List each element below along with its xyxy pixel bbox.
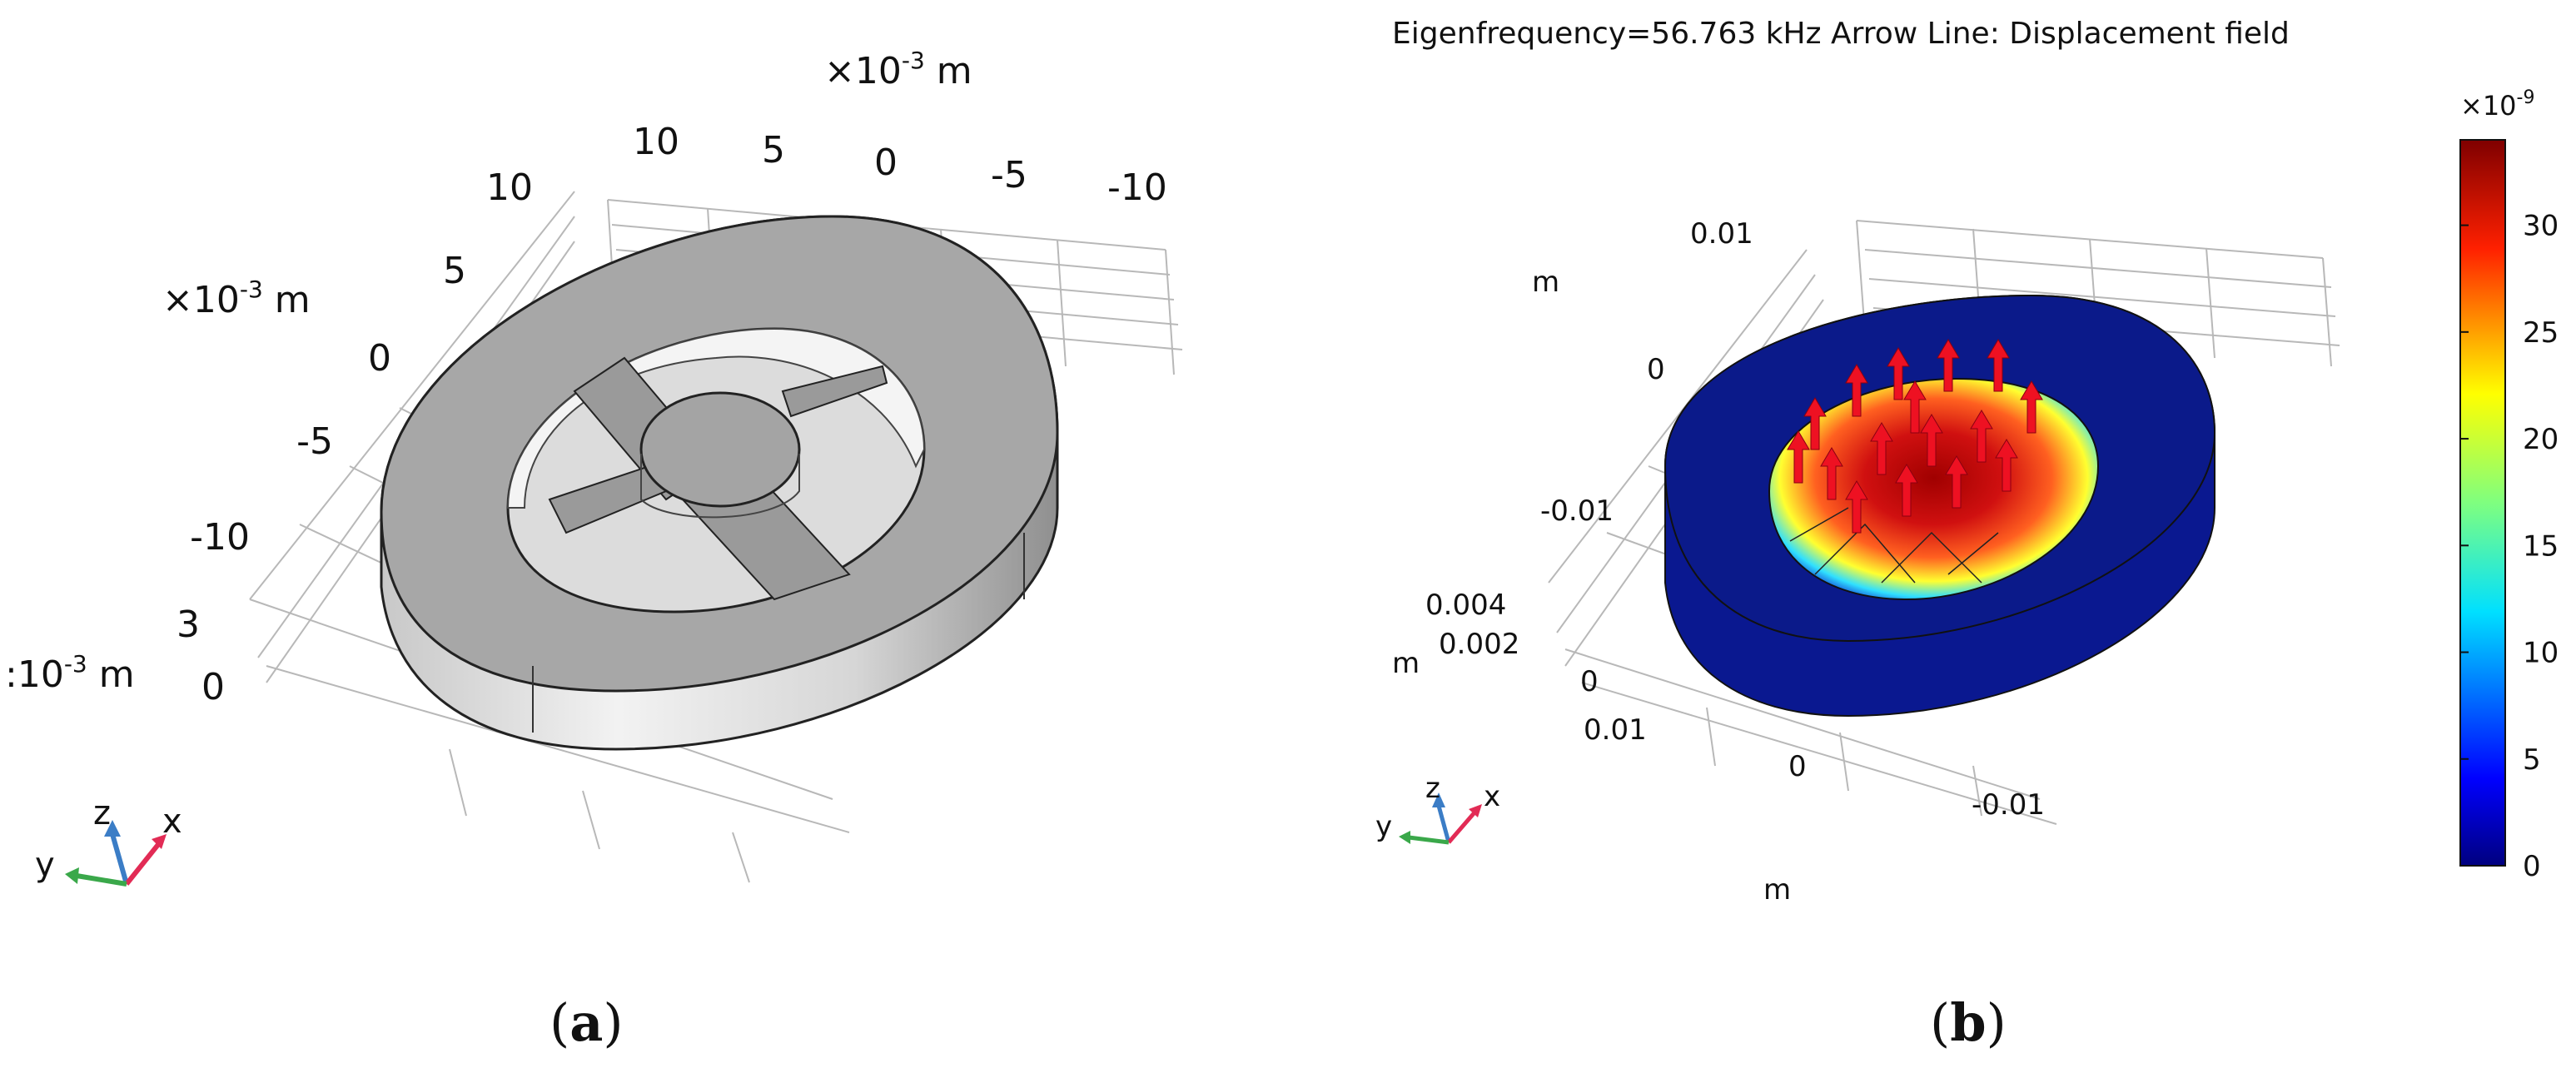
panel-a-caption: (a) [550,992,624,1053]
panel-b-z-tick: 0.004 [1425,589,1506,622]
panel-b: Eigenfrequency=56.763 kHz Arrow Line: Di… [1375,17,2559,1053]
colorbar-ticks: 30 25 20 15 10 5 0 [2460,210,2559,883]
panel-a-top-axis-ticks: 10 5 0 -5 -10 [633,121,1167,209]
colorbar-scale-label: ×10-9 [2460,87,2534,122]
panel-b-bottom-tick: -0.01 [1972,788,2045,822]
displacement-arrow-icon [1887,347,1910,400]
panel-b-left-axis-ticks: 0.01 0 -0.01 [1540,217,1753,528]
panel-b-bottom-axis-ticks: 0.01 0 -0.01 [1584,713,2045,822]
panel-b-bottom-tick: 0 [1788,750,1807,783]
panel-a-top-tick: 10 [633,121,679,163]
colorbar-gradient [2459,139,2506,867]
panel-b-z-axis-ticks: 0.004 0.002 0 [1425,589,1599,698]
panel-b-title: Eigenfrequency=56.763 kHz Arrow Line: Di… [1392,17,2290,51]
displacement-arrow-icon [1903,380,1927,434]
colorbar-tick-label: 5 [2523,743,2541,777]
panel-b-left-tick: -0.01 [1540,494,1614,528]
panel-b-z-axis-unit: m [1392,647,1420,680]
panel-a-z-axis-title: :10-3 m [5,650,135,696]
panel-a-triad-y-label: y [35,846,55,884]
colorbar-tick-label: 15 [2523,529,2559,563]
panel-b-caption: (b) [1930,992,2007,1053]
panel-a-left-tick: 10 [486,166,533,209]
panel-a-z-tick: 3 [177,604,200,646]
panel-b-triad-z-label: z [1425,772,1440,805]
displacement-arrow-icon [1970,410,1993,463]
displacement-arrow-icon [1945,455,1968,509]
displacement-arrows [1787,339,2043,534]
panel-b-triad-x-label: x [1484,780,1500,813]
displacement-arrow-icon [1820,447,1843,500]
panel-a-axis-triad: z x y [35,794,182,887]
displacement-arrow-icon [1787,430,1810,484]
panel-b-left-tick: 0 [1647,353,1665,386]
panel-a-top-tick: -10 [1107,166,1167,209]
displacement-arrow-icon [1995,439,2018,492]
colorbar-tick-label: 20 [2523,423,2559,456]
colorbar-tick-label: 0 [2523,850,2541,883]
panel-b-z-tick: 0 [1580,665,1599,698]
mode-shape-model [1663,294,2216,718]
panel-a-left-tick: 0 [368,337,391,380]
panel-a-left-tick: -10 [190,516,250,559]
colorbar-tick-label: 30 [2523,210,2559,243]
panel-a-z-axis-ticks: 30 [177,604,225,708]
displacement-arrow-icon [1870,422,1893,475]
colorbar: ×10-9 30 25 20 15 10 5 0 [2459,87,2559,883]
panel-b-left-axis-unit: m [1532,266,1559,299]
panel-a-top-tick: 5 [762,129,785,171]
panel-a-triad-x-label: x [162,802,182,841]
displacement-arrow-icon [1803,397,1827,450]
panel-b-axis-triad: z x y [1375,772,1500,845]
displacement-arrow-icon [1987,339,2010,392]
panel-b-z-tick: 0.002 [1439,628,1519,661]
panel-b-triad-y-label: y [1375,810,1392,843]
panel-a-z-tick: 0 [201,666,225,708]
panel-b-bottom-axis-unit: m [1763,873,1791,907]
ring-model [380,215,1059,751]
displacement-arrow-icon [1937,339,1960,392]
panel-a-triad-z-label: z [93,794,111,832]
displacement-arrow-icon [1895,464,1918,517]
colorbar-tick-label: 25 [2523,316,2559,350]
panel-a: ×10-3 m 10 5 0 -5 -10 ×10-3 m 10 5 0 -5 -10 :10-… [5,47,1183,1053]
displacement-arrow-icon [1845,364,1868,417]
panel-a-left-tick: -5 [296,420,333,463]
displacement-arrow-icon [1845,480,1868,534]
panel-b-bottom-tick: 0.01 [1584,713,1647,747]
panel-a-left-axis-ticks: 10 5 0 -5 -10 [190,166,533,559]
panel-a-left-axis-title: ×10-3 m [162,276,311,321]
panel-b-left-tick: 0.01 [1690,217,1753,251]
panel-a-top-tick: 0 [874,142,898,184]
panel-a-top-tick: -5 [991,154,1027,196]
panel-a-top-axis-title: ×10-3 m [824,47,972,92]
colorbar-tick-label: 10 [2523,637,2559,670]
displacement-arrow-icon [2020,380,2043,434]
panel-a-left-tick: 5 [443,250,466,292]
displacement-arrow-icon [1920,414,1943,467]
